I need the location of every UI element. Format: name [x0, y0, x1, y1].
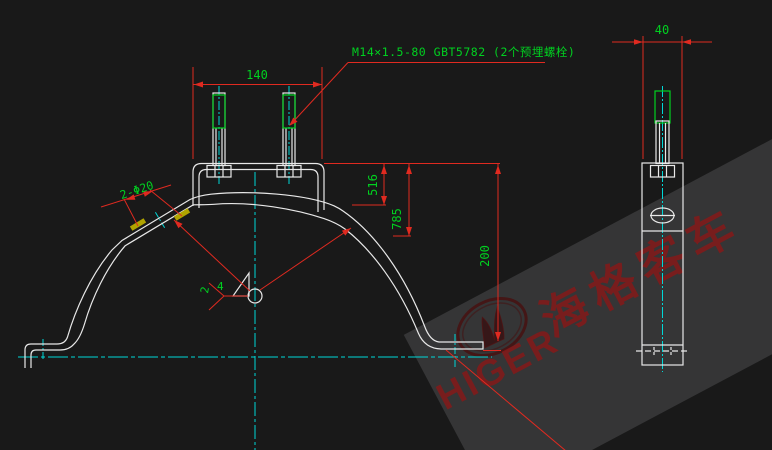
bracket-profile [24, 192, 484, 368]
top-plate-inner [198, 168, 319, 212]
side-stud-thread [654, 90, 671, 124]
weld-leader [208, 282, 248, 311]
stud1-thread [212, 94, 226, 129]
dim-text-140: 140 [246, 68, 268, 82]
dim-text-516: 516 [366, 174, 380, 196]
hole-1-hatch [129, 218, 147, 231]
note-leader [290, 62, 545, 125]
centerlines [18, 86, 663, 450]
dimension-lines [100, 36, 712, 450]
hole-hatches [129, 208, 191, 231]
note-text: M14×1.5-80 GBT5782 (2个预埋螺栓) [352, 45, 575, 59]
dim-text-200: 200 [478, 245, 492, 267]
dimension-785 [393, 163, 411, 237]
dimension-arrows [126, 39, 691, 341]
stud-2 [276, 92, 302, 178]
stud-1 [206, 92, 232, 178]
dimension-2-d20 [100, 184, 183, 227]
dim-text-40: 40 [655, 23, 669, 37]
dimension-140 [192, 67, 323, 159]
dim-text-holes: 2-Φ20 [118, 178, 155, 202]
dimension-200 [483, 163, 501, 351]
weld-fillet-symbol [231, 271, 250, 297]
front-view [24, 92, 484, 368]
hole-2-hatch [173, 208, 191, 221]
side-stud [649, 120, 676, 178]
dimension-40 [612, 36, 712, 159]
dim-text-785: 785 [390, 208, 404, 230]
top-plate-outer [192, 162, 325, 210]
hole-center-tick [154, 212, 166, 228]
foot-leader [445, 349, 566, 450]
dimension-texts: M14×1.5-80 GBT5782 (2个预埋螺栓) 140 40 516 7… [118, 23, 669, 294]
thread-zones [212, 90, 671, 129]
weld-count-text: 2 [198, 286, 212, 295]
stud2-thread [282, 94, 296, 129]
radius-line-right [259, 227, 352, 291]
side-view [636, 120, 689, 366]
weld-leg-text: 4 [217, 280, 224, 293]
radius-line-left [173, 219, 251, 292]
